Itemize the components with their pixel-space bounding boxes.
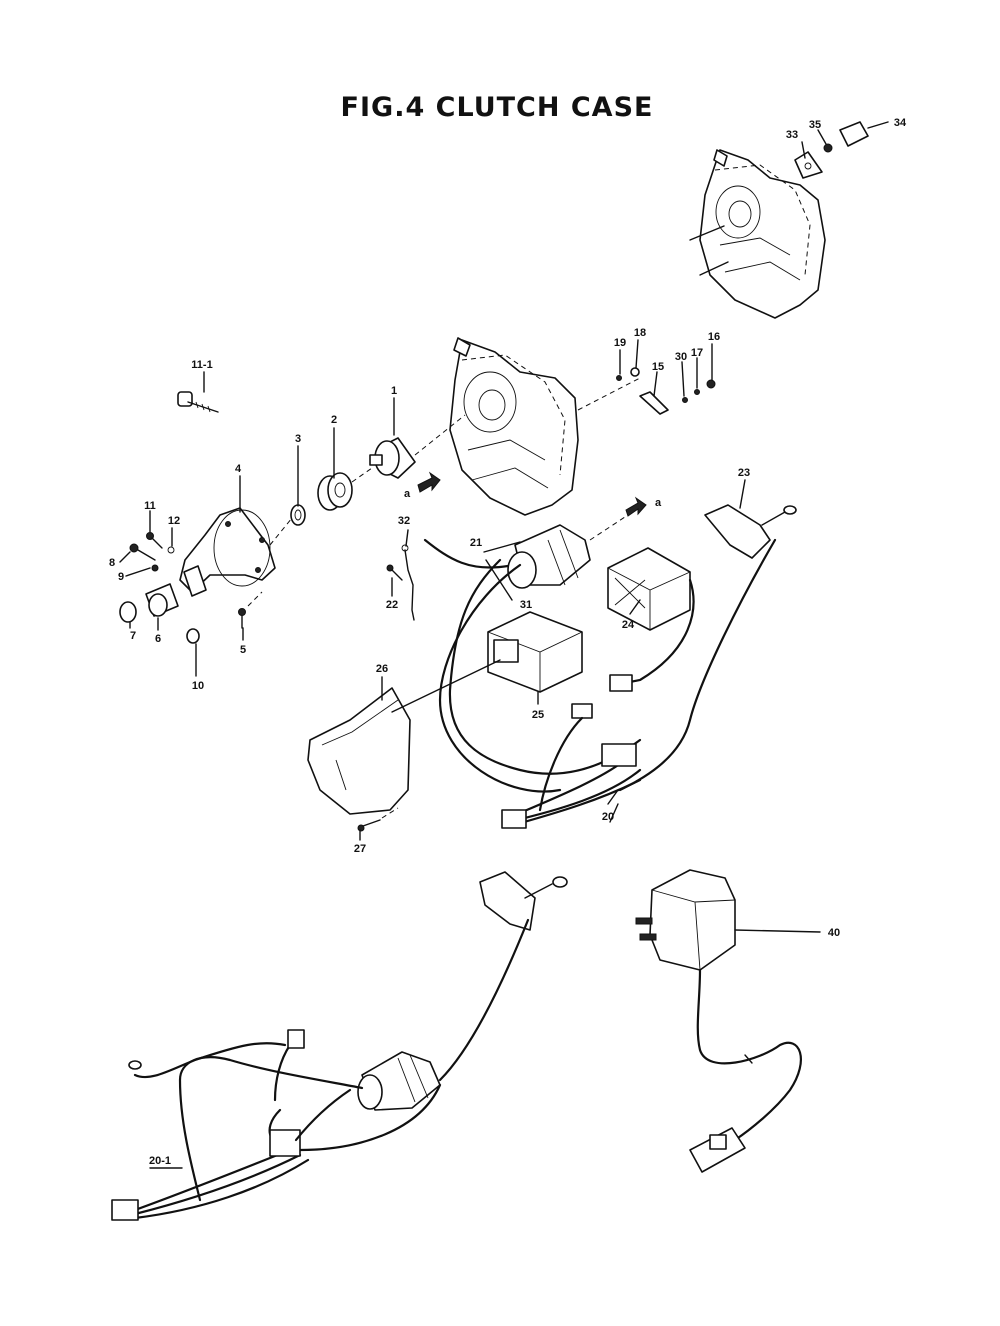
marker-a-right: a <box>625 496 662 517</box>
leader-31 <box>485 559 513 601</box>
label-4: 4 <box>235 463 242 475</box>
part-23-insulator <box>704 504 797 559</box>
label-1: 1 <box>391 385 397 397</box>
part-labels: 1 2 3 4 5 6 7 8 9 10 11 11-1 12 15 16 17… <box>109 117 907 1167</box>
part-5-screw <box>238 591 263 629</box>
part-8-screw <box>129 543 156 561</box>
label-35: 35 <box>809 119 821 131</box>
part-1-clutch <box>369 414 466 479</box>
label-34: 34 <box>894 117 907 129</box>
label-17: 17 <box>691 347 703 359</box>
clutch-case-housing <box>449 337 641 516</box>
label-18: 18 <box>634 327 646 339</box>
leader-lines <box>119 129 827 841</box>
label-27: 27 <box>354 843 366 855</box>
label-23: 23 <box>738 467 750 479</box>
part-4-front-cover <box>179 507 293 597</box>
label-9: 9 <box>118 571 124 583</box>
leader-21 <box>483 541 521 553</box>
figure-title: FIG.4 CLUTCH CASE <box>341 92 654 123</box>
svg-text:a: a <box>655 497 662 509</box>
label-15: 15 <box>652 361 664 373</box>
label-21: 21 <box>470 537 482 549</box>
label-26: 26 <box>376 663 388 675</box>
clutch-case-assembled <box>689 149 826 319</box>
marker-a-left: a <box>404 471 441 500</box>
part-34-cap <box>839 121 889 147</box>
part-9-washer <box>151 564 159 572</box>
label-31: 31 <box>520 599 532 611</box>
part-22-screw <box>386 564 403 581</box>
part-15-spring <box>639 391 669 415</box>
part-17-washer <box>694 389 700 395</box>
label-16: 16 <box>708 331 720 343</box>
label-33: 33 <box>786 129 798 141</box>
label-11-1: 11-1 <box>191 359 212 371</box>
part-35-screw <box>823 143 833 153</box>
label-11: 11 <box>144 500 156 512</box>
part-27-screw <box>357 807 399 832</box>
part-32-clip <box>401 544 415 621</box>
part-11-screw <box>146 532 163 549</box>
label-5: 5 <box>240 644 246 656</box>
part-33-bracket <box>794 151 823 179</box>
label-25: 25 <box>532 709 544 721</box>
part-2-bearing <box>317 467 373 511</box>
part-10-nut <box>186 628 200 644</box>
part-26-cover <box>307 659 501 815</box>
label-24: 24 <box>622 619 635 631</box>
label-32: 32 <box>398 515 410 527</box>
part-16-screw <box>706 379 716 389</box>
part-3-washer <box>290 504 306 526</box>
label-12: 12 <box>168 515 180 527</box>
label-10: 10 <box>192 680 204 692</box>
part-18-screw <box>630 367 640 377</box>
label-3: 3 <box>295 433 301 445</box>
label-40: 40 <box>828 927 840 939</box>
part-20-harness <box>423 538 777 829</box>
part-12-washer <box>167 546 175 554</box>
label-7: 7 <box>130 630 136 642</box>
label-19: 19 <box>614 337 626 349</box>
part-6-sleeve <box>145 583 179 617</box>
svg-text:a: a <box>404 488 411 500</box>
label-22: 22 <box>386 599 398 611</box>
label-20-1: 20-1 <box>149 1155 171 1167</box>
label-20: 20 <box>602 811 614 823</box>
part-40-ac-adapter <box>635 869 821 1173</box>
part-25-transformer <box>487 611 583 693</box>
label-2: 2 <box>331 414 337 426</box>
label-8: 8 <box>109 557 115 569</box>
label-30: 30 <box>675 351 687 363</box>
part-7-cap <box>119 601 137 623</box>
part-20-1-harness-assembly <box>111 871 568 1221</box>
part-11-1-bolt <box>177 391 219 413</box>
label-6: 6 <box>155 633 161 645</box>
part-24-capacitor-box <box>607 547 691 631</box>
part-21-motor <box>507 514 629 589</box>
part-19-washer <box>616 375 622 381</box>
part-30-washer <box>682 397 688 403</box>
